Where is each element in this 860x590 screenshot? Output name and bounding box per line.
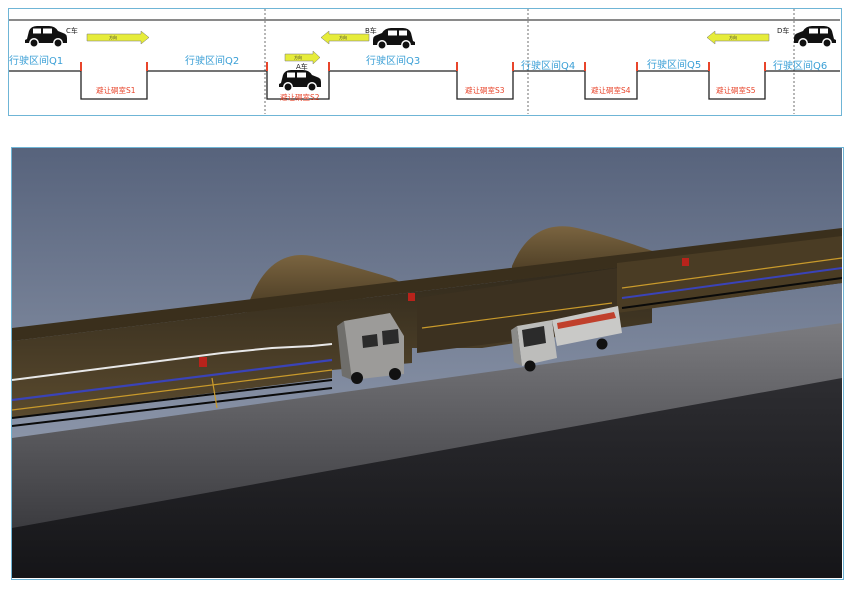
room-label-s4: 避让硐室S4 — [591, 85, 631, 95]
car-b-icon — [373, 28, 415, 49]
signal-post — [764, 62, 766, 71]
room-label-s2: 避让硐室S2 — [280, 92, 320, 102]
direction-arrow-d: 方向 — [707, 31, 769, 44]
tunnel-schematic-svg: 行驶区间Q1 行驶区间Q2 行驶区间Q3 行驶区间Q4 行驶区间Q5 行驶区间Q… — [9, 9, 840, 114]
direction-arrow-c: 方向 — [87, 31, 149, 44]
van-icon — [337, 313, 404, 384]
signal-post — [456, 62, 458, 71]
car-a-label: A车 — [296, 62, 308, 71]
segment-label-q4: 行驶区间Q4 — [521, 59, 575, 72]
svg-text:方向: 方向 — [109, 34, 117, 40]
car-a-icon — [279, 70, 321, 91]
tunnel-schematic-panel: 行驶区间Q1 行驶区间Q2 行驶区间Q3 行驶区间Q4 行驶区间Q5 行驶区间Q… — [8, 8, 842, 116]
signal-light-icon — [682, 258, 689, 266]
car-d-label: D车 — [777, 26, 789, 35]
car-b-label: B车 — [365, 26, 377, 35]
segment-label-q6: 行驶区间Q6 — [773, 59, 827, 72]
signal-post — [266, 62, 268, 71]
signal-light-icon — [199, 357, 207, 367]
segment-label-q1: 行驶区间Q1 — [9, 54, 63, 67]
car-d-icon — [794, 26, 836, 47]
svg-text:方向: 方向 — [339, 34, 347, 40]
car-c-icon — [25, 26, 67, 47]
signal-post — [708, 62, 710, 71]
tunnel-3d-scene-svg — [12, 148, 842, 578]
tunnel-3d-scene-panel — [11, 147, 844, 580]
room-label-s5: 避让硐室S5 — [716, 85, 756, 95]
direction-arrow-b: 方向 — [321, 31, 369, 44]
segment-label-q2: 行驶区间Q2 — [185, 54, 239, 67]
signal-post — [584, 62, 586, 71]
segment-label-q5: 行驶区间Q5 — [647, 58, 701, 71]
room-label-s3: 避让硐室S3 — [465, 85, 505, 95]
signal-post — [636, 62, 638, 71]
signal-post — [80, 62, 82, 71]
signal-post — [328, 62, 330, 71]
segment-label-q3: 行驶区间Q3 — [366, 54, 420, 67]
signal-post — [512, 62, 514, 71]
car-c-label: C车 — [66, 26, 78, 35]
signal-post — [146, 62, 148, 71]
svg-text:方向: 方向 — [294, 54, 302, 60]
room-label-s1: 避让硐室S1 — [96, 85, 136, 95]
svg-text:方向: 方向 — [729, 34, 737, 40]
signal-light-icon — [408, 293, 415, 301]
